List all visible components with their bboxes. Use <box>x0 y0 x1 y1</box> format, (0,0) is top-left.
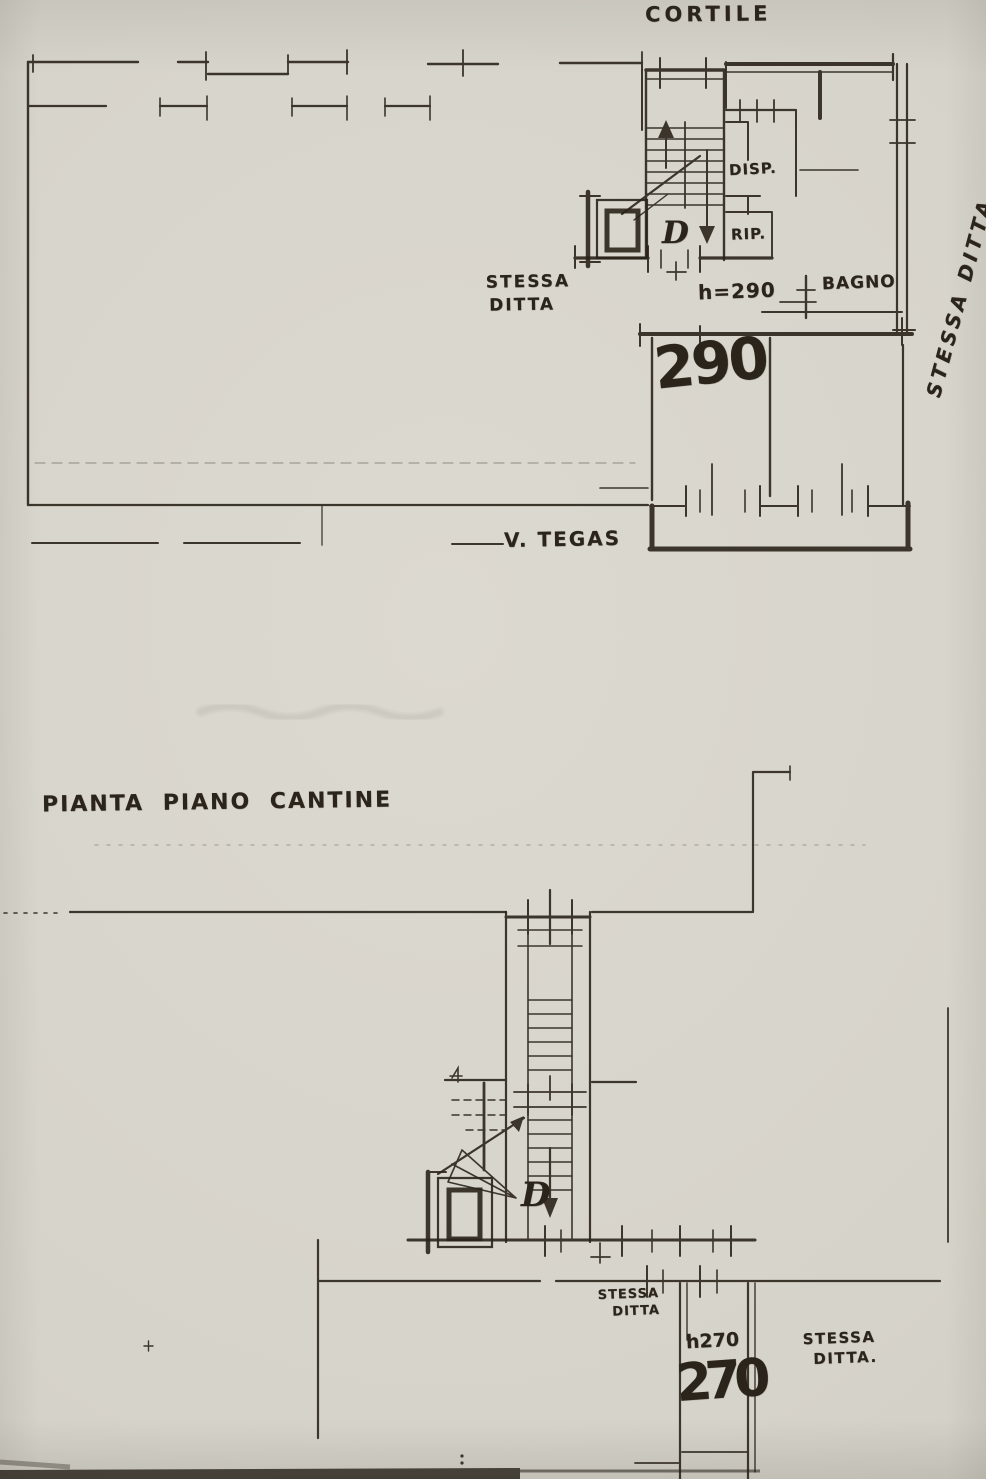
stair-letter-lower: D <box>521 1175 551 1215</box>
upper-elevator <box>579 189 649 269</box>
stessa-ditta-left-line2: DITTA <box>489 294 556 316</box>
stessa-ditta-bottom-right-label: STESSA DITTA. <box>802 1327 878 1370</box>
winder-steps <box>447 1149 517 1199</box>
section-cut-arrow <box>436 1116 526 1176</box>
bagno-label: BAGNO <box>821 271 897 295</box>
photo-bottom-shadow <box>0 1459 760 1479</box>
stessa-ditta-bottom-right-line1: STESSA <box>802 1327 876 1349</box>
down-arrow-head <box>699 226 715 244</box>
stessa-ditta-small-line2: DITTA <box>612 1302 661 1320</box>
section-cut-arrow-head <box>510 1116 524 1132</box>
street-label: V. TEGAS <box>503 525 622 553</box>
height-note-upper: h=290 <box>697 277 777 305</box>
section-cut-line <box>620 154 702 216</box>
lower-plan-walls <box>3 702 949 1479</box>
down-arrow-head <box>542 1198 558 1218</box>
lower-plan-title: PIANTA PIANO CANTINE <box>41 787 393 818</box>
stessa-ditta-left-label: STESSA DITTA <box>486 270 571 317</box>
disp-room-label: DISP. <box>728 158 778 180</box>
rip-room-label: RIP. <box>730 224 767 244</box>
stessa-ditta-bottom-right-line2: DITTA. <box>813 1347 878 1368</box>
stair-letter-upper: D <box>662 215 689 251</box>
handwritten-270: 270 <box>673 1348 766 1414</box>
lower-elevator <box>425 1169 494 1255</box>
stessa-ditta-left-line1: STESSA <box>485 271 571 293</box>
upper-plan-walls <box>26 49 916 552</box>
stessa-ditta-small-label: STESSA DITTA <box>597 1285 660 1321</box>
stessa-ditta-small-line1: STESSA <box>597 1285 660 1304</box>
lower-staircase <box>436 888 638 1244</box>
upper-staircase <box>620 57 726 262</box>
cortile-label: CORTILE <box>644 1 772 27</box>
handwritten-290: 290 <box>650 323 770 403</box>
up-arrow-head <box>658 120 674 138</box>
